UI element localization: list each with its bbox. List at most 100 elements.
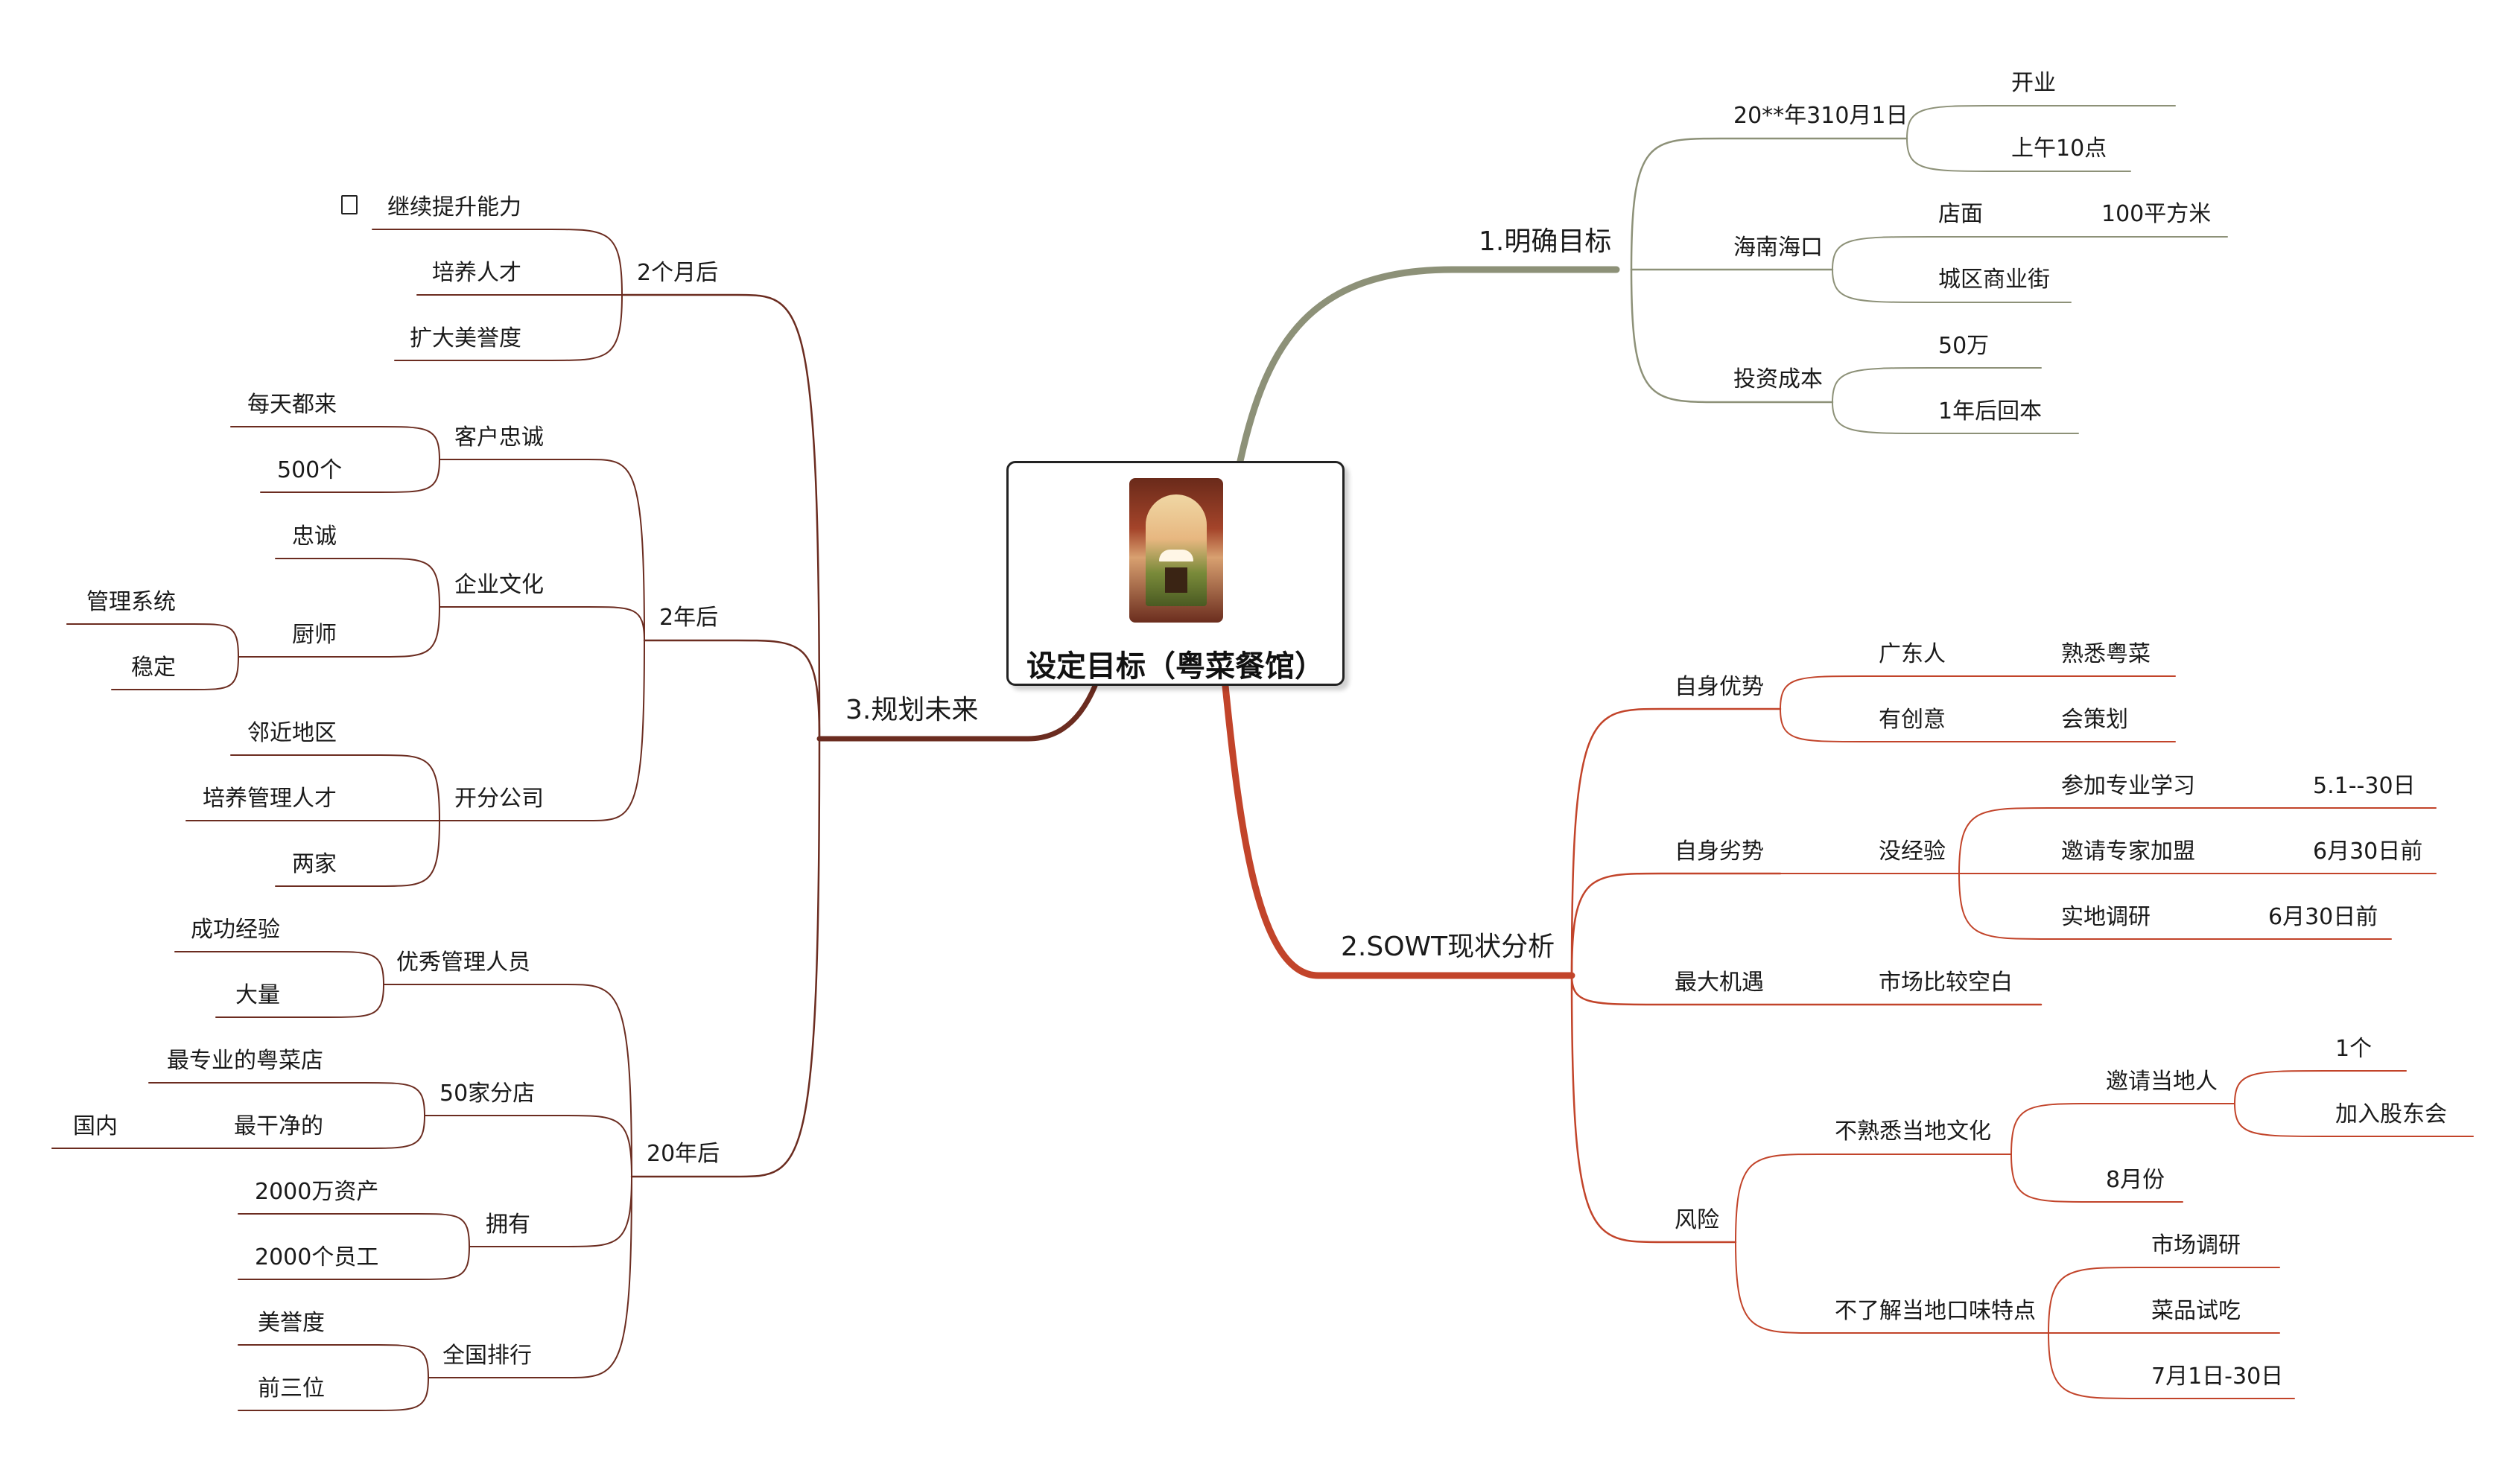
risk-taste-research[interactable]: 市场调研 bbox=[2151, 1232, 2241, 1259]
connector-line bbox=[174, 951, 384, 985]
connector-line bbox=[2234, 1070, 2407, 1104]
risk-taste[interactable]: 不了解当地口味特点 bbox=[1835, 1298, 2036, 1324]
swot-weakness[interactable]: 自身劣势 bbox=[1675, 839, 1764, 865]
swot-opportunity[interactable]: 最大机遇 bbox=[1675, 970, 1764, 996]
connector-line bbox=[1832, 367, 2042, 403]
connector-line bbox=[1735, 1241, 2049, 1334]
2months-talent[interactable]: 培养人才 bbox=[432, 260, 521, 286]
own-assets[interactable]: 2000万资产 bbox=[255, 1179, 379, 1205]
branches-cleanest[interactable]: 最干净的 bbox=[234, 1113, 323, 1139]
connector-line bbox=[238, 1344, 429, 1378]
risk-culture-locals-board[interactable]: 加入股东会 bbox=[2335, 1101, 2447, 1127]
connector-line bbox=[439, 606, 645, 641]
risk-culture-month[interactable]: 8月份 bbox=[2106, 1167, 2165, 1193]
swot-risk[interactable]: 风险 bbox=[1675, 1207, 1719, 1233]
2years-culture[interactable]: 企业文化 bbox=[454, 572, 544, 598]
strength-cantonese[interactable]: 广东人 bbox=[1879, 641, 1946, 667]
managers-experience[interactable]: 成功经验 bbox=[191, 917, 280, 943]
connector-line bbox=[1832, 236, 2228, 270]
culture-loyalty[interactable]: 忠诚 bbox=[292, 524, 337, 550]
risk-culture[interactable]: 不熟悉当地文化 bbox=[1835, 1119, 1991, 1145]
weakness-training-date[interactable]: 5.1--30日 bbox=[2313, 773, 2416, 799]
branch-two[interactable]: 两家 bbox=[292, 851, 337, 877]
connector-line bbox=[1906, 105, 2176, 139]
weakness-inexperience[interactable]: 没经验 bbox=[1879, 839, 1946, 865]
ranking-reputation[interactable]: 美誉度 bbox=[258, 1310, 325, 1336]
2years-branch[interactable]: 开分公司 bbox=[454, 786, 544, 812]
20years-own[interactable]: 拥有 bbox=[486, 1212, 530, 1238]
branch-swot-line bbox=[1222, 682, 1575, 979]
goal-location-store[interactable]: 店面 bbox=[1938, 201, 1983, 227]
goal-location-street[interactable]: 城区商业街 bbox=[1938, 267, 2050, 293]
branch-talent[interactable]: 培养管理人才 bbox=[203, 786, 337, 812]
chef-system[interactable]: 管理系统 bbox=[86, 589, 176, 615]
risk-culture-locals[interactable]: 邀请当地人 bbox=[2106, 1069, 2218, 1095]
branch-goals-label[interactable]: 1.明确目标 bbox=[1479, 226, 1612, 257]
branch-future-line bbox=[816, 683, 1098, 742]
connector-line bbox=[1832, 269, 2072, 303]
connector-line bbox=[275, 558, 440, 608]
note-icon bbox=[341, 195, 358, 214]
future-2months[interactable]: 2个月后 bbox=[637, 260, 719, 286]
branches-professional[interactable]: 最专业的粤菜店 bbox=[167, 1048, 323, 1074]
2months-ability[interactable]: 继续提升能力 bbox=[387, 194, 521, 220]
future-2years[interactable]: 2年后 bbox=[659, 605, 719, 631]
opportunity-market-gap[interactable]: 市场比较空白 bbox=[1879, 970, 2013, 996]
swot-strength[interactable]: 自身优势 bbox=[1675, 674, 1764, 700]
connector-line bbox=[643, 639, 821, 740]
goal-investment-amount[interactable]: 50万 bbox=[1938, 333, 1990, 359]
risk-culture-locals-count[interactable]: 1个 bbox=[2335, 1036, 2373, 1062]
weakness-research-date[interactable]: 6月30日前 bbox=[2268, 904, 2378, 930]
connector-line bbox=[439, 459, 645, 641]
weakness-experts-date[interactable]: 6月30日前 bbox=[2313, 839, 2423, 865]
20years-ranking[interactable]: 全国排行 bbox=[442, 1343, 532, 1369]
branch-future-label[interactable]: 3.规划未来 bbox=[845, 695, 979, 725]
goal-investment[interactable]: 投资成本 bbox=[1733, 366, 1823, 392]
risk-taste-tasting[interactable]: 菜品试吃 bbox=[2151, 1298, 2241, 1324]
connector-line bbox=[1780, 708, 2176, 742]
connector-line bbox=[260, 459, 440, 493]
future-20years[interactable]: 20年后 bbox=[647, 1141, 720, 1167]
loyalty-count[interactable]: 500个 bbox=[277, 457, 343, 483]
branch-swot-label[interactable]: 2.SOWT现状分析 bbox=[1341, 932, 1555, 962]
own-employees[interactable]: 2000个员工 bbox=[255, 1244, 379, 1270]
culture-chef[interactable]: 厨师 bbox=[292, 622, 337, 648]
goal-date-time[interactable]: 上午10点 bbox=[2011, 136, 2107, 162]
chef-stable[interactable]: 稳定 bbox=[131, 655, 176, 681]
connector-line bbox=[2010, 1154, 2183, 1203]
2months-reputation[interactable]: 扩大美誉度 bbox=[410, 325, 521, 351]
connector-line bbox=[428, 1176, 632, 1378]
risk-taste-date[interactable]: 7月1日-30日 bbox=[2151, 1364, 2284, 1390]
connector-line bbox=[230, 426, 440, 460]
connector-line bbox=[424, 1115, 632, 1177]
goal-location[interactable]: 海南海口 bbox=[1733, 235, 1823, 261]
goal-date[interactable]: 20**年310月1日 bbox=[1733, 103, 1908, 129]
connector-line bbox=[1630, 137, 1908, 271]
goal-investment-payback[interactable]: 1年后回本 bbox=[1938, 398, 2043, 424]
loyalty-daily[interactable]: 每天都来 bbox=[247, 392, 337, 418]
20years-managers[interactable]: 优秀管理人员 bbox=[396, 949, 530, 976]
weakness-experts[interactable]: 邀请专家加盟 bbox=[2061, 839, 2195, 865]
20years-branches[interactable]: 50家分店 bbox=[439, 1081, 536, 1107]
connector-line bbox=[1832, 401, 2079, 434]
connector-line bbox=[1958, 807, 2437, 874]
cleanest-domestic[interactable]: 国内 bbox=[73, 1113, 118, 1139]
connector-line bbox=[111, 656, 239, 690]
goal-date-open[interactable]: 开业 bbox=[2011, 70, 2056, 96]
connector-line bbox=[383, 984, 632, 1177]
connector-line bbox=[238, 1246, 470, 1280]
2years-loyalty[interactable]: 客户忠诚 bbox=[454, 424, 544, 451]
connector-line bbox=[394, 294, 623, 361]
strength-creative-detail[interactable]: 会策划 bbox=[2061, 707, 2128, 733]
strength-cantonese-detail[interactable]: 熟悉粤菜 bbox=[2061, 641, 2151, 667]
connector-line bbox=[2048, 1332, 2295, 1399]
branch-nearby[interactable]: 邻近地区 bbox=[247, 720, 337, 746]
managers-many[interactable]: 大量 bbox=[235, 982, 280, 1008]
weakness-research[interactable]: 实地调研 bbox=[2061, 904, 2151, 930]
central-topic[interactable]: 设定目标（粤菜餐馆） bbox=[1006, 461, 1345, 686]
goal-location-store-size[interactable]: 100平方米 bbox=[2101, 201, 2212, 227]
ranking-top3[interactable]: 前三位 bbox=[258, 1375, 325, 1401]
connector-line bbox=[630, 737, 821, 1178]
weakness-training[interactable]: 参加专业学习 bbox=[2061, 773, 2195, 799]
strength-creative[interactable]: 有创意 bbox=[1879, 707, 1946, 733]
